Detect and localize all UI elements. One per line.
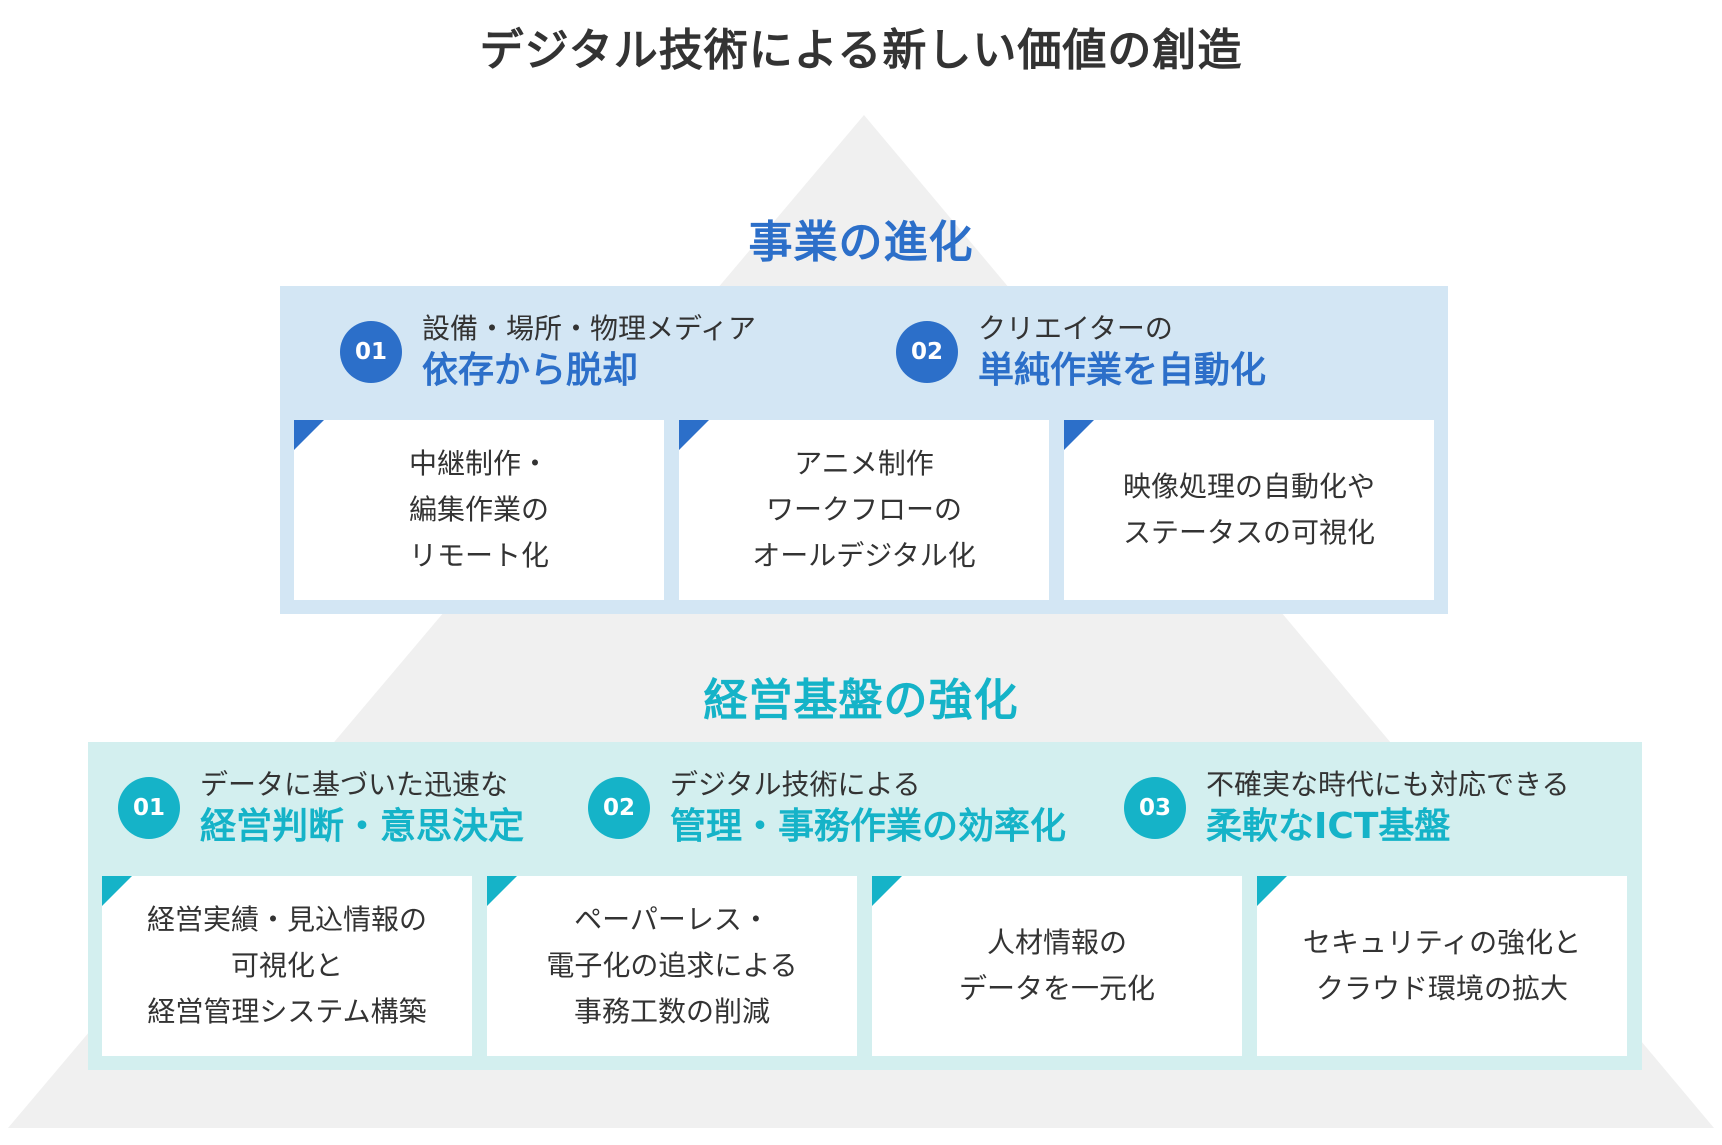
point-heading: 依存から脱却 [422,350,639,391]
point-text: クリエイターの 単純作業を自動化 [978,310,1266,394]
card-text-line: データを一元化 [958,972,1155,1005]
point-text: データに基づいた迅速な 経営判断・意思決定 [200,766,524,850]
point-heading: 管理・事務作業の効率化 [670,806,1067,847]
card-corner-marker [102,876,132,906]
card-text: アニメ制作 ワークフローの オールデジタル化 [752,441,975,579]
point-subtitle: 不確実な時代にも対応できる [1206,768,1570,801]
card-text-line: リモート化 [408,539,549,572]
card-text-line: 電子化の追求による [546,949,798,982]
card-text-line: セキュリティの強化と [1302,926,1582,959]
point-number-badge: 01 [340,321,402,383]
card-text-line: ステータスの可視化 [1122,516,1375,549]
card-text: 人材情報の データを一元化 [959,920,1155,1012]
card-text-line: クラウド環境の拡大 [1315,972,1568,1005]
diagram-title: デジタル技術による新しい価値の創造 [479,25,1243,76]
point-heading: 柔軟なICT基盤 [1206,806,1451,847]
point-item: 02 クリエイターの 単純作業を自動化 [896,310,1266,394]
initiative-card: アニメ制作 ワークフローの オールデジタル化 [679,420,1049,600]
card-text-line: 人材情報の [986,926,1127,959]
card-corner-marker [487,876,517,906]
point-number-badge: 03 [1124,777,1186,839]
point-subtitle: クリエイターの [978,312,1173,345]
point-text: デジタル技術による 管理・事務作業の効率化 [670,766,1066,850]
point-subtitle: 設備・場所・物理メディア [422,312,757,345]
initiative-card: 映像処理の自動化や ステータスの可視化 [1064,420,1434,600]
initiative-card: ペーパーレス・ 電子化の追求による 事務工数の削減 [487,876,857,1056]
card-text-line: オールデジタル化 [752,539,976,572]
point-text: 設備・場所・物理メディア 依存から脱却 [422,310,756,394]
point-item: 01 データに基づいた迅速な 経営判断・意思決定 [118,766,524,850]
initiative-card: セキュリティの強化と クラウド環境の拡大 [1257,876,1627,1056]
card-text: 経営実績・見込情報の 可視化と 経営管理システム構築 [147,897,427,1035]
card-text-line: 可視化と [230,949,343,982]
card-text-line: 編集作業の [408,493,549,526]
point-text: 不確実な時代にも対応できる 柔軟なICT基盤 [1206,766,1569,850]
point-subtitle: データに基づいた迅速な [200,768,509,801]
initiative-card: 人材情報の データを一元化 [872,876,1242,1056]
section-title-business-evolution: 事業の進化 [748,217,974,268]
initiative-card: 経営実績・見込情報の 可視化と 経営管理システム構築 [102,876,472,1056]
card-text-line: ペーパーレス・ [574,903,770,936]
point-item: 02 デジタル技術による 管理・事務作業の効率化 [588,766,1066,850]
point-number-badge: 01 [118,777,180,839]
point-heading: 経営判断・意思決定 [200,806,525,847]
point-subtitle: デジタル技術による [670,768,921,801]
card-corner-marker [1064,420,1094,450]
card-text-line: 事務工数の削減 [573,995,770,1028]
card-text-line: 経営管理システム構築 [147,995,427,1028]
initiative-card: 中継制作・ 編集作業の リモート化 [294,420,664,600]
card-text-line: アニメ制作 [794,447,934,480]
point-heading: 単純作業を自動化 [978,350,1267,391]
card-text-line: 経営実績・見込情報の [146,903,427,936]
card-text: ペーパーレス・ 電子化の追求による 事務工数の削減 [546,897,797,1035]
card-corner-marker [1257,876,1287,906]
point-number-badge: 02 [896,321,958,383]
card-corner-marker [872,876,902,906]
point-number-badge: 02 [588,777,650,839]
card-corner-marker [679,420,709,450]
point-item: 03 不確実な時代にも対応できる 柔軟なICT基盤 [1124,766,1569,850]
card-text: 映像処理の自動化や ステータスの可視化 [1123,464,1375,556]
card-text: セキュリティの強化と クラウド環境の拡大 [1303,920,1581,1012]
card-text-line: 中継制作・ [408,447,549,480]
card-text: 中継制作・ 編集作業の リモート化 [409,441,549,579]
section-title-management-foundation: 経営基盤の強化 [703,675,1019,726]
point-item: 01 設備・場所・物理メディア 依存から脱却 [340,310,756,394]
card-text-line: ワークフローの [765,493,962,526]
card-corner-marker [294,420,324,450]
card-text-line: 映像処理の自動化や [1122,470,1375,503]
